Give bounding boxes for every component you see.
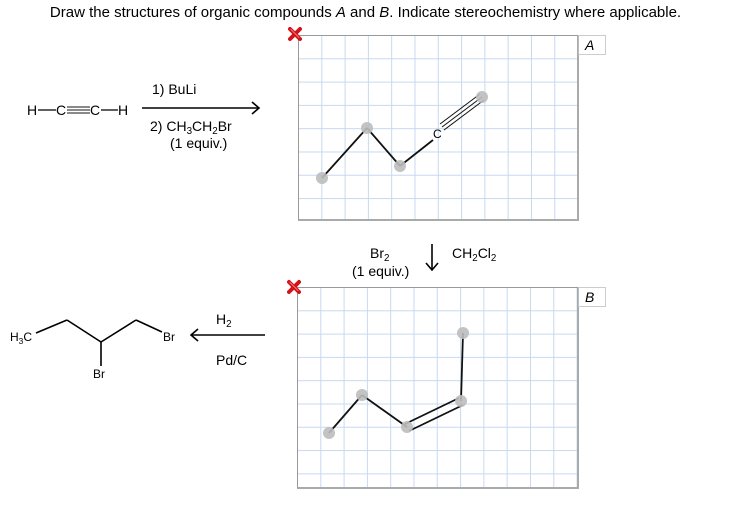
- reaction-arrow-left: [189, 328, 265, 342]
- delete-canvas-b-icon[interactable]: [286, 279, 302, 295]
- solvent-ch2cl2: CH2Cl2: [452, 245, 497, 264]
- acetylene-h-right: H: [118, 102, 129, 118]
- reagent-br2-equiv: (1 equiv.): [352, 263, 410, 279]
- question-prompt: Draw the structures of organic compounds…: [49, 4, 682, 21]
- catalyst-pdc: Pd/C: [216, 352, 248, 368]
- acetylene-c2: C: [90, 102, 101, 118]
- product-br-terminal: Br: [163, 330, 175, 344]
- acetylene-h-left: H: [27, 102, 38, 118]
- acetylene-bonds: [38, 106, 118, 114]
- reagent-h2: H2: [216, 311, 232, 330]
- compound-a-var: A: [335, 4, 346, 21]
- drawing-canvas-b[interactable]: [297, 287, 579, 489]
- atom-nodes-b: [323, 327, 469, 439]
- molecule-a: [321, 93, 485, 179]
- canvas-a-label: A: [578, 35, 606, 55]
- delete-canvas-a-icon[interactable]: [287, 26, 303, 42]
- reagent-equiv: (1 equiv.): [170, 135, 228, 151]
- reagent-step1: 1) BuLi: [152, 81, 197, 97]
- product-bonds: [35, 319, 163, 366]
- acetylene-c1: C: [56, 102, 67, 118]
- compound-b-var: B: [379, 4, 390, 21]
- reaction-arrow-right: [142, 101, 261, 115]
- drawing-canvas-a[interactable]: [298, 35, 579, 221]
- alkyne-carbon-label: C: [433, 127, 442, 141]
- product-methyl-label: H3C: [10, 330, 33, 346]
- reagent-step2: 2) CH3CH2Br: [150, 118, 232, 137]
- reaction-arrow-down: [425, 244, 439, 272]
- canvas-b-label: B: [578, 287, 606, 307]
- reagent-br2: Br2: [370, 245, 390, 264]
- molecule-b: [328, 332, 464, 434]
- atom-nodes-a: [316, 91, 488, 184]
- product-br-branch: Br: [93, 367, 105, 381]
